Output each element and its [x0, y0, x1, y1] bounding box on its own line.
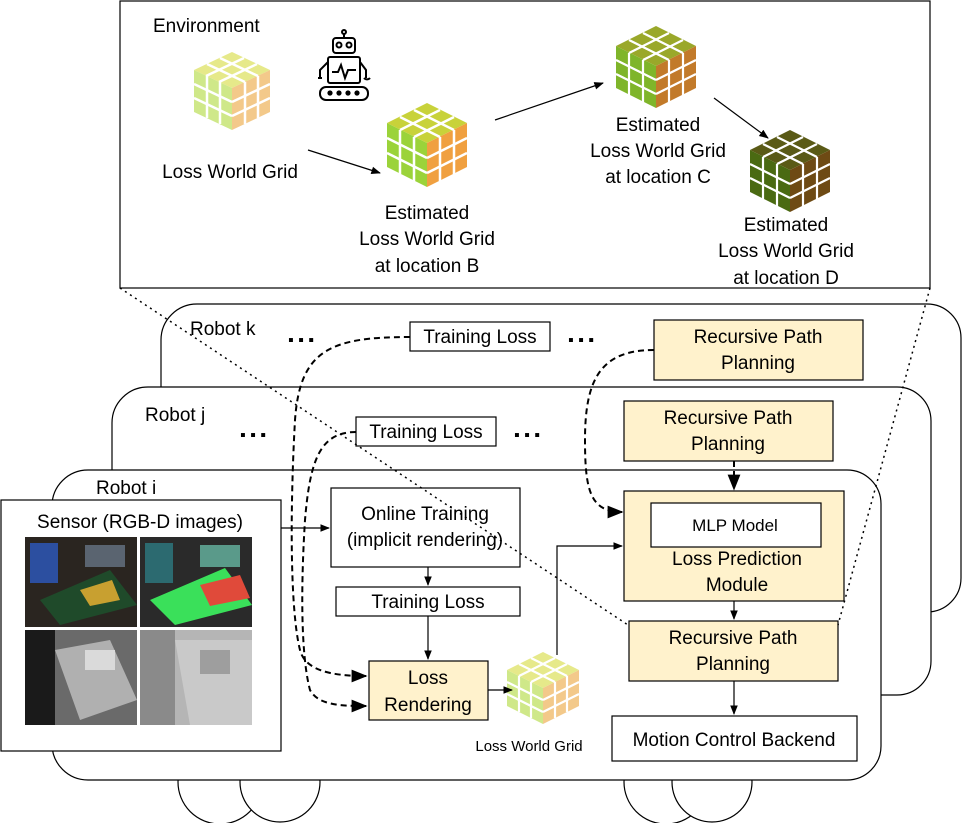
- sensor-title: Sensor (RGB-D images): [37, 512, 243, 533]
- robot-j-ellipsis-left: ▪ ▪ ▪: [240, 427, 266, 444]
- svg-text:Estimated: Estimated: [744, 215, 828, 236]
- svg-text:Estimated: Estimated: [616, 115, 700, 136]
- robot-k-path-planning-l1: Recursive Path: [694, 327, 823, 348]
- robot-j-path-planning-l2: Planning: [691, 434, 765, 455]
- robot-j-training-loss-box: [355, 416, 497, 447]
- robot-i-path-planning-l1: Recursive Path: [669, 628, 798, 649]
- robot-i-loss-world-grid: Loss World Grid: [475, 738, 582, 755]
- dotted-connector-right: [837, 287, 931, 626]
- robot-k-label: Robot k: [190, 319, 256, 340]
- robot-j-ellipsis-right: ▪ ▪ ▪: [514, 427, 540, 444]
- arrow-c-to-d: [713, 97, 769, 139]
- arrow-grid-to-prediction: [556, 542, 623, 655]
- robot-k-training-loss-box: [409, 321, 551, 352]
- arrow-a-to-b: [307, 149, 381, 175]
- svg-text:at location B: at location B: [375, 256, 480, 277]
- mlp-model: MLP Model: [692, 516, 778, 535]
- robot-j-training-loss: Training Loss: [369, 422, 482, 443]
- motion-control: Motion Control Backend: [633, 730, 836, 751]
- online-training-box: [330, 487, 521, 568]
- robot-j-path-planning-box: [623, 400, 834, 462]
- dashed-arrow-j-loss-to-rendering: [301, 431, 368, 713]
- robot-k-path-planning-box: [653, 319, 864, 381]
- grid-c-label: Estimated Loss World Grid at location C: [590, 115, 726, 188]
- robot-j-path-planning-l1: Recursive Path: [664, 408, 793, 429]
- robot-k-path-planning-l2: Planning: [721, 353, 795, 374]
- robot-k-training-loss: Training Loss: [423, 327, 536, 348]
- robot-k-ellipsis-right: ▪ ▪ ▪: [568, 332, 594, 349]
- voxel-grid-icon: [386, 103, 468, 187]
- robot-k-ellipsis-left: ▪ ▪ ▪: [288, 332, 314, 349]
- svg-text:Loss World Grid: Loss World Grid: [590, 141, 726, 162]
- online-training-l2: (implicit rendering): [347, 530, 503, 551]
- robot-i-training-loss: Training Loss: [371, 592, 484, 613]
- loss-rendering-box: [368, 660, 489, 721]
- dashed-arrow-k-loss-to-rendering: [290, 336, 411, 683]
- loss-rendering-l2: Rendering: [384, 695, 472, 716]
- grid-b-label: Estimated Loss World Grid at location B: [359, 203, 495, 277]
- loss-prediction-l2: Module: [706, 575, 768, 596]
- motion-control-box: [611, 715, 858, 762]
- arrow-b-to-c: [494, 82, 604, 121]
- loss-prediction-l1: Loss Prediction: [672, 549, 802, 570]
- robot-i-path-planning-l2: Planning: [696, 654, 770, 675]
- grid-d-label: Estimated Loss World Grid at location D: [718, 215, 854, 289]
- svg-text:Loss World Grid: Loss World Grid: [359, 229, 495, 250]
- voxel-grid-icon: [615, 26, 697, 108]
- robot-j-label: Robot j: [145, 405, 205, 426]
- mlp-model-box: [650, 502, 822, 548]
- robot-icon: [318, 29, 371, 101]
- svg-text:Estimated: Estimated: [385, 203, 469, 224]
- sensor-images: [25, 537, 252, 725]
- voxel-grid-icon: [193, 52, 271, 130]
- dashed-arrow-k-planning-to-prediction: [583, 349, 655, 519]
- svg-text:at location D: at location D: [733, 268, 839, 289]
- svg-text:at location C: at location C: [605, 167, 711, 188]
- robot-i-path-planning-box: [628, 620, 839, 682]
- voxel-grid-icon: [749, 130, 831, 212]
- loss-rendering-l1: Loss: [408, 668, 448, 689]
- environment-title: Environment: [153, 16, 260, 37]
- online-training-l1: Online Training: [361, 504, 489, 525]
- grid-a-label: Loss World Grid: [162, 162, 298, 183]
- voxel-grid-icon: [506, 652, 580, 724]
- robot-i-label: Robot i: [96, 478, 156, 499]
- svg-text:Loss World Grid: Loss World Grid: [718, 241, 854, 262]
